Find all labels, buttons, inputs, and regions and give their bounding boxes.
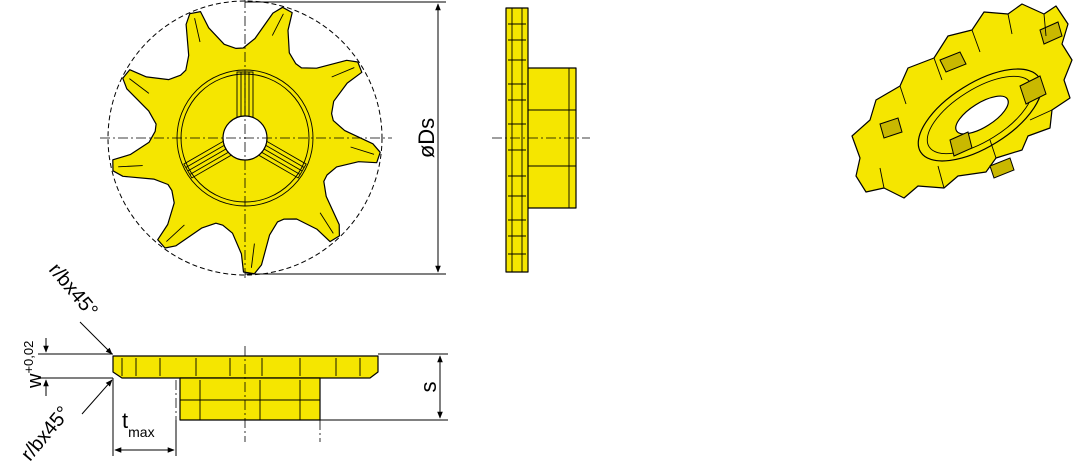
iso-bore [955,95,1009,135]
section-plate [112,355,379,379]
tooth-edge-line [118,165,143,168]
width-label: w+0,02 [21,341,46,389]
width-tolerance: +0,02 [21,341,36,374]
chamfer-bottom-label: r/bx45° [17,402,75,465]
chamfer-top-label: r/bx45° [44,259,102,322]
tooth-edge-line [271,13,284,36]
tooth-edge-line [319,212,334,234]
tooth-edge-line [350,146,375,155]
tooth-edge-line [194,18,201,43]
tooth-edge-line [250,243,255,268]
isometric-view [851,3,1073,199]
outer-diameter-phantom-circle [107,0,383,276]
front-view: øDs [100,0,446,280]
diameter-label: øDs [414,118,439,158]
tooth-details [118,13,375,268]
section-hub [179,377,321,421]
section-view: s w+0,02 tmax r/bx45° r/bx45° [17,259,448,465]
tooth-edge-line [331,67,355,78]
thickness-label: s [416,382,441,393]
tooth-edge-line [166,224,185,242]
tooth-edge-line [129,78,150,94]
tmax-label: tmax [122,408,155,440]
side-view [492,7,590,273]
